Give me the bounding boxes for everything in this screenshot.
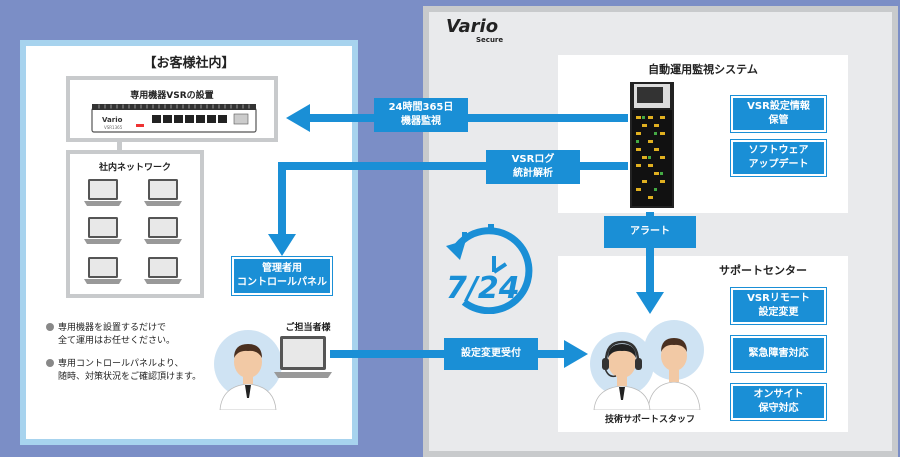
- bullet-list: 専用機器を設置するだけで 全て運用はお任せください。 専用コントロールパネルより…: [46, 322, 236, 384]
- feature-vsr-remote-config: VSRリモート 設定変更: [730, 287, 827, 325]
- arrow-right-icon: [564, 340, 588, 368]
- bullet-cont: 随時、対策状況をご確認頂けます。: [58, 372, 202, 382]
- svg-text:VSR1365: VSR1365: [104, 125, 123, 130]
- laptop-icon: [144, 217, 182, 244]
- alert-text: アラート: [630, 226, 670, 237]
- feature-line1: VSR設定情報: [747, 101, 810, 112]
- svg-text:Vario: Vario: [102, 116, 123, 124]
- feature-line1: オンサイト: [753, 389, 804, 400]
- network-label: 社内ネットワーク: [98, 163, 171, 173]
- log-label: VSRログ 統計解析: [486, 150, 580, 184]
- vario-logo-main: Vario: [446, 16, 499, 37]
- feature-line1: ソフトウェア: [748, 145, 809, 156]
- feature-software-update: ソフトウェア アップデート: [730, 139, 827, 177]
- vario-logo: Vario Secure: [446, 16, 504, 45]
- arrow-down-icon: [636, 292, 664, 314]
- alert-arrow-shaft: [646, 212, 654, 296]
- laptop-icon: [84, 179, 122, 206]
- log-line1: VSRログ: [511, 154, 555, 165]
- laptop-icon: [144, 257, 182, 284]
- person-icon: [214, 330, 282, 410]
- laptop-grid: [84, 178, 194, 290]
- feature-line2: 保守対応: [758, 403, 799, 414]
- feature-line2: 保管: [768, 115, 789, 126]
- arrow-down-icon: [268, 234, 296, 256]
- bullet-line1: 専用コントロールパネルより、: [58, 359, 184, 369]
- alert-label: アラート: [604, 216, 696, 248]
- admin-control-panel: 管理者用 コントロールパネル: [231, 256, 333, 296]
- admin-panel-line2: コントロールパネル: [237, 277, 327, 288]
- feature-vsr-settings-storage: VSR設定情報 保管: [730, 95, 827, 133]
- bullet-item: 専用コントロールパネルより、: [46, 358, 236, 371]
- person-label: ご担当者様: [285, 323, 331, 333]
- bullet-cont: 全て運用はお任せください。: [58, 336, 176, 346]
- bullet-item: 専用機器を設置するだけで: [46, 322, 236, 335]
- log-arrow-shaft-v: [278, 162, 286, 238]
- feature-line2: アップデート: [748, 159, 809, 170]
- feature-line1: VSRリモート: [747, 293, 810, 304]
- device-label: 専用機器VSRの設置: [130, 91, 214, 101]
- vsr-device-icon: Vario VSR1365: [91, 104, 257, 133]
- support-title: サポートセンター: [719, 264, 807, 277]
- bullet-dot-icon: [46, 359, 54, 367]
- device-frame: 専用機器VSRの設置 Vario VSR1365: [66, 76, 278, 142]
- staff-label: 技術サポートスタッフ: [604, 415, 695, 425]
- monitor-line1: 24時間365日: [388, 102, 454, 113]
- change-request-label: 設定変更受付: [444, 338, 538, 370]
- support-staff-icon: [590, 320, 704, 410]
- feature-line2: 設定変更: [758, 307, 799, 318]
- laptop-icon: [84, 257, 122, 284]
- system-title: 自動運用監視システム: [648, 63, 758, 76]
- log-arrow-shaft-h: [278, 162, 628, 170]
- laptop-icon: [144, 179, 182, 206]
- feature-onsite-maintenance: オンサイト 保守対応: [730, 383, 827, 421]
- connector: [117, 142, 122, 154]
- customer-title: 【お客様社内】: [143, 56, 235, 71]
- laptop-icon: [84, 217, 122, 244]
- admin-panel-line1: 管理者用: [262, 263, 302, 274]
- arrow-left-icon: [286, 104, 310, 132]
- server-rack-icon: [630, 82, 674, 208]
- bullet-line1: 専用機器を設置するだけで: [58, 323, 167, 333]
- clock-text: 7/24: [446, 271, 520, 306]
- log-line2: 統計解析: [513, 168, 553, 179]
- monitor-label: 24時間365日 機器監視: [374, 98, 468, 132]
- feature-line1: 緊急障害対応: [748, 348, 809, 359]
- laptop-icon: [274, 336, 332, 378]
- bullet-dot-icon: [46, 323, 54, 331]
- system-frame: 自動運用監視システム: [558, 55, 848, 213]
- clock-24-7-icon: 7/24: [446, 224, 533, 314]
- monitor-line2: 機器監視: [401, 116, 441, 127]
- feature-emergency-response: 緊急障害対応: [730, 335, 827, 373]
- vario-logo-sub: Secure: [476, 36, 504, 44]
- change-request-text: 設定変更受付: [461, 348, 521, 359]
